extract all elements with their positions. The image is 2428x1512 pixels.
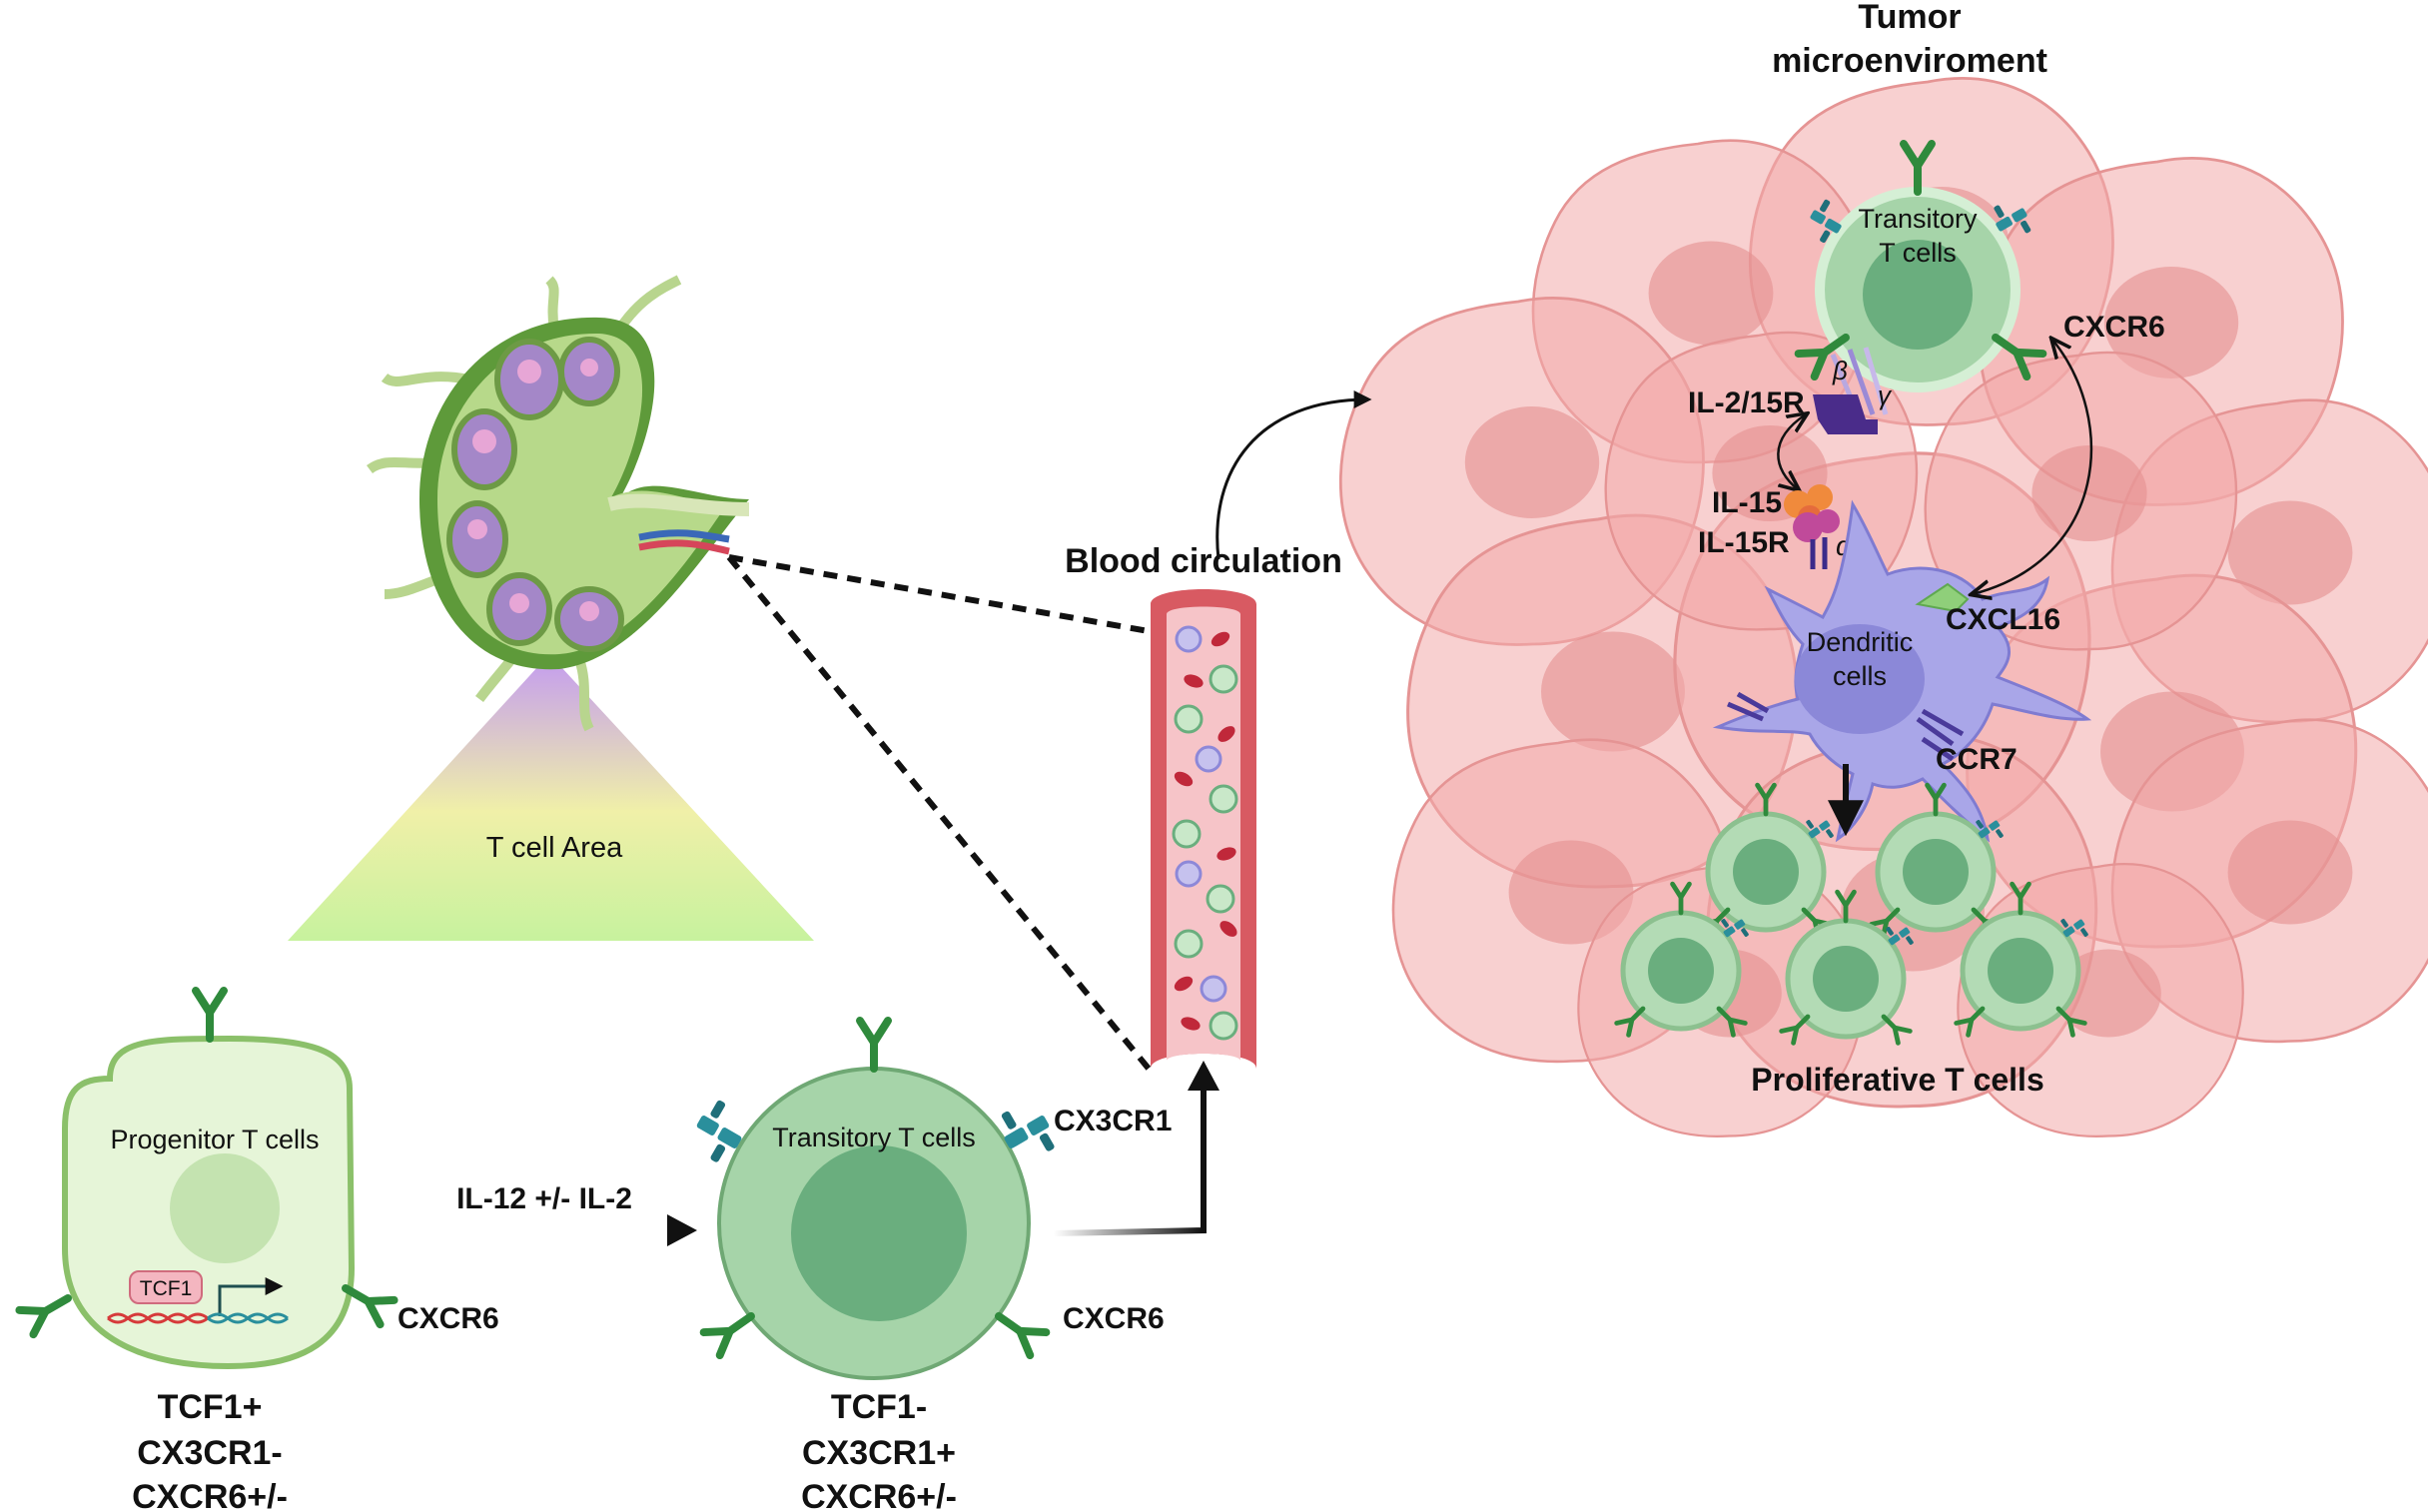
tme-title-line1: Tumor: [1858, 0, 1961, 36]
ccr7-label: CCR7: [1936, 743, 2018, 776]
transitory-t-cell: Transitory T cells: [685, 1021, 1061, 1380]
tme-transitory-t-cell: Transitory T cells: [1799, 144, 2043, 392]
transcription-arrow: [218, 1277, 284, 1316]
y-receptor-icon: [196, 991, 224, 1039]
tcf1-label: TCF1: [140, 1277, 193, 1300]
phenotype-line: TCF1+: [158, 1388, 263, 1426]
t-cell-area-triangle: T cell Area: [288, 654, 814, 941]
cxcl16-label: CXCL16: [1946, 603, 2060, 636]
blood-vessel: [1151, 589, 1256, 1069]
phenotype-line: CXCR6+/-: [132, 1478, 288, 1512]
t-cell-area-label: T cell Area: [486, 832, 623, 864]
tme-transitory-label-2: T cells: [1879, 238, 1957, 268]
dendritic-cell: Dendritic cells: [1712, 499, 2092, 843]
transitory-label: Transitory T cells: [772, 1123, 976, 1152]
phenotype-line: TCF1-: [831, 1388, 927, 1426]
il12-label: IL-12 +/- IL-2: [456, 1182, 632, 1215]
il-2-15r-label: IL-2/15R: [1688, 386, 1805, 419]
transitory-cxcr6-label: CXCR6: [1063, 1302, 1165, 1335]
vessel-to-tme-arrow: [1215, 390, 1372, 560]
phenotype-line: CX3CR1+: [802, 1434, 956, 1472]
il12-arrowhead: [667, 1214, 697, 1246]
lymph-node-icon: [367, 275, 750, 732]
to-vessel-arrowhead: [1188, 1061, 1219, 1091]
il-2-15r-receptor-icon: β γ: [1813, 347, 1893, 434]
y-receptor-icon: [704, 1305, 759, 1355]
il15-binding-arrow: [1777, 414, 1806, 489]
tme-cxcr6-label: CXCR6: [2063, 311, 2165, 344]
y-receptor-icon: [19, 1286, 75, 1334]
tme-title-line2: microenviroment: [1772, 42, 2047, 80]
beta-symbol: β: [1832, 356, 1848, 385]
tme-transitory-label-1: Transitory: [1858, 204, 1978, 234]
cxcr6-receptor-icon: [991, 1305, 1046, 1355]
progenitor-cxcr6-label: CXCR6: [398, 1302, 499, 1335]
progenitor-phenotype: TCF1+ CX3CR1- CXCR6+/-: [132, 1388, 288, 1512]
cxcr6-cxcl16-arrow: [1973, 340, 2093, 594]
cx3cr1-label: CX3CR1: [1054, 1105, 1172, 1137]
to-vessel-arrow: [1053, 1079, 1207, 1236]
transitory-phenotype: TCF1- CX3CR1+ CXCR6+/-: [801, 1388, 957, 1512]
phenotype-line: CX3CR1-: [137, 1434, 282, 1472]
il-15-icon: [1784, 484, 1840, 569]
phenotype-line: CXCR6+/-: [801, 1478, 957, 1512]
blood-circulation-label: Blood circulation: [1065, 542, 1342, 580]
dna-icon: [107, 1312, 209, 1324]
proliferative-label: Proliferative T cells: [1751, 1062, 2043, 1098]
progenitor-t-cell: Progenitor T cells TCF1: [19, 991, 394, 1370]
il-15-label: IL-15: [1712, 486, 1782, 519]
ccr7-receptor-icon: [1916, 708, 1965, 762]
dendritic-label-1: Dendritic: [1807, 627, 1914, 657]
progenitor-label: Progenitor T cells: [110, 1125, 319, 1154]
y-receptor-icon: [860, 1021, 888, 1069]
ccr7-receptor-icon: [1727, 691, 1770, 722]
dashed-link: [726, 555, 1152, 1071]
gamma-symbol: γ: [1878, 380, 1893, 410]
il-15r-label: IL-15R: [1698, 526, 1790, 559]
blood-cells: [1172, 625, 1238, 1041]
dendritic-label-2: cells: [1833, 661, 1887, 691]
